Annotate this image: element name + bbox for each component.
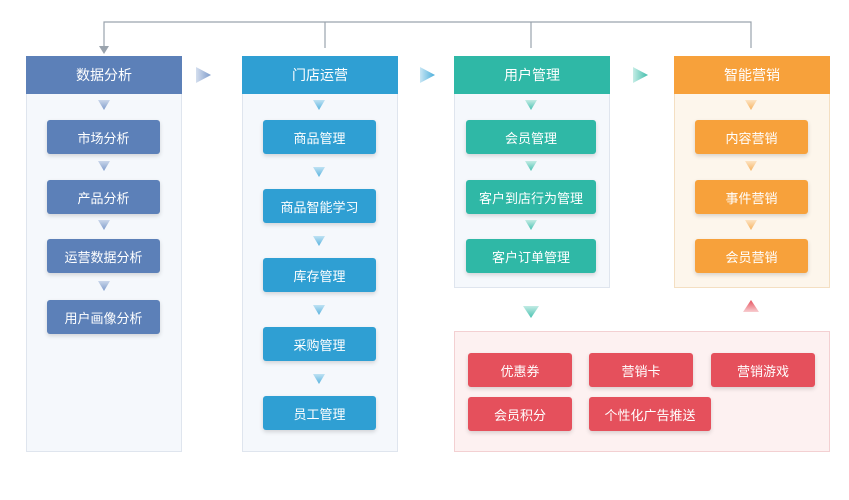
arrow-right: [196, 67, 211, 83]
column-title: 门店运营: [242, 56, 398, 94]
node-content-marketing[interactable]: 内容营销: [695, 120, 808, 154]
arrow-down: [745, 100, 757, 230]
arrow-right: [633, 67, 648, 83]
node-member-management[interactable]: 会员管理: [466, 120, 596, 154]
column-title: 用户管理: [454, 56, 610, 94]
marketing-tools-panel: [454, 331, 830, 452]
arrow-up: [743, 300, 759, 312]
node-procurement-management[interactable]: 采购管理: [263, 327, 376, 361]
node-event-marketing[interactable]: 事件营销: [695, 180, 808, 214]
tool-coupon[interactable]: 优惠券: [468, 353, 572, 387]
node-market-analysis[interactable]: 市场分析: [47, 120, 160, 154]
node-user-profile-analysis[interactable]: 用户画像分析: [47, 300, 160, 334]
tool-personalized-ads[interactable]: 个性化广告推送: [589, 397, 711, 431]
node-operations-data-analysis[interactable]: 运营数据分析: [47, 239, 160, 273]
tool-marketing-game[interactable]: 营销游戏: [711, 353, 815, 387]
node-staff-management[interactable]: 员工管理: [263, 396, 376, 430]
column-title: 智能营销: [674, 56, 830, 94]
arrow-down: [313, 100, 325, 384]
column-title: 数据分析: [26, 56, 182, 94]
arrow-down: [98, 100, 110, 291]
tool-member-points[interactable]: 会员积分: [468, 397, 572, 431]
node-customer-order-management[interactable]: 客户订单管理: [466, 239, 596, 273]
arrow-right: [420, 67, 435, 83]
node-member-marketing[interactable]: 会员营销: [695, 239, 808, 273]
node-customer-visit-behavior[interactable]: 客户到店行为管理: [466, 180, 596, 214]
arrow-down: [523, 100, 539, 318]
node-inventory-management[interactable]: 库存管理: [263, 258, 376, 292]
node-product-smart-learning[interactable]: 商品智能学习: [263, 189, 376, 223]
node-product-management[interactable]: 商品管理: [263, 120, 376, 154]
node-product-analysis[interactable]: 产品分析: [47, 180, 160, 214]
tool-marketing-card[interactable]: 营销卡: [589, 353, 693, 387]
